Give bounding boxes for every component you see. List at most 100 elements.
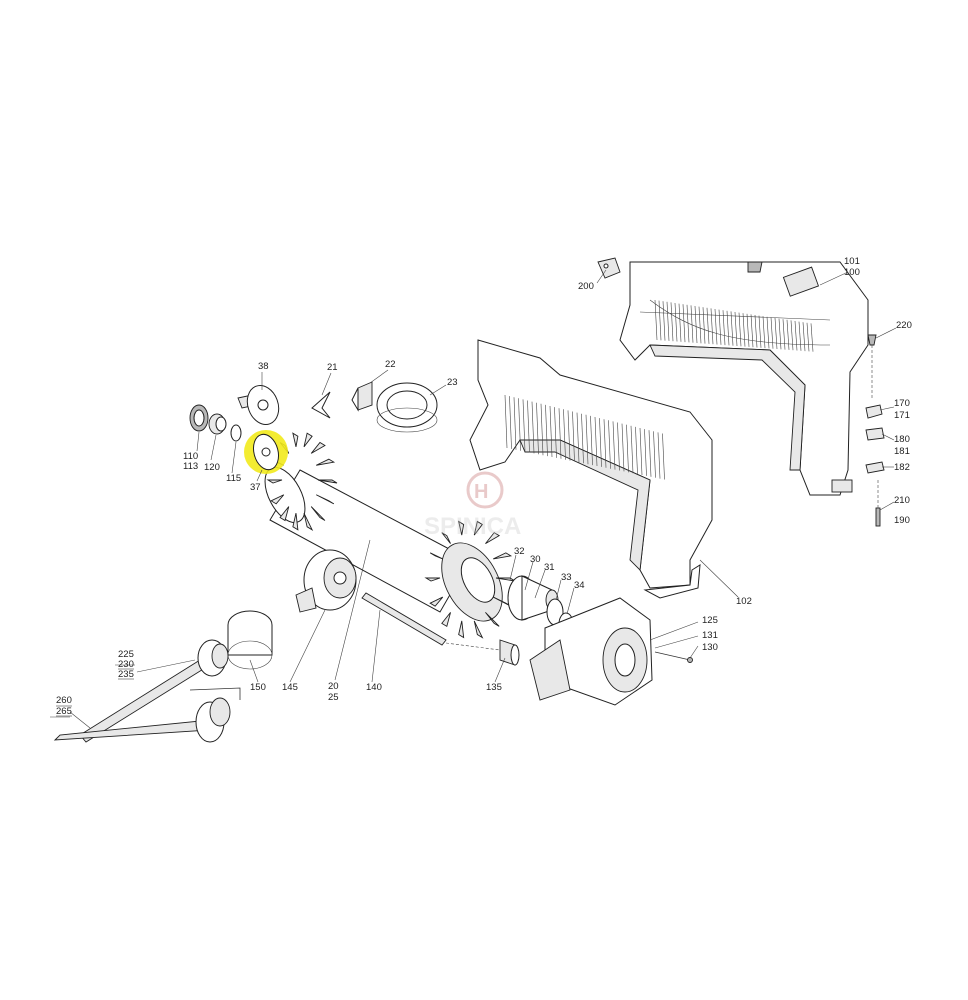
- rib-line: [531, 401, 535, 454]
- pin-190[interactable]: [875, 480, 881, 527]
- rib-line: [810, 323, 814, 352]
- rib-line: [734, 311, 738, 347]
- rib-line: [694, 305, 698, 344]
- block-22[interactable]: [351, 381, 373, 412]
- label-21: 21: [327, 362, 338, 373]
- rib-line: [762, 316, 766, 349]
- bolt-130[interactable]: [654, 651, 693, 663]
- coupler-135[interactable]: [499, 639, 520, 666]
- lower-housing-part[interactable]: [469, 339, 713, 599]
- label-170: 170: [894, 398, 910, 409]
- rib-line: [621, 423, 625, 472]
- rib-line: [590, 415, 593, 466]
- tine: [292, 513, 299, 531]
- tine: [303, 432, 313, 448]
- rib-line: [612, 421, 616, 470]
- watermark-logo: H SPINICA: [424, 471, 521, 540]
- rib-line: [706, 307, 710, 344]
- rib-line: [653, 431, 656, 478]
- rib-line: [678, 303, 682, 342]
- label-181: 181: [894, 446, 910, 457]
- tine: [485, 612, 500, 627]
- tine: [310, 506, 326, 521]
- rib-line: [581, 413, 584, 464]
- rib-line: [662, 433, 665, 480]
- label-182: 182: [894, 462, 910, 473]
- rib-line: [690, 305, 694, 343]
- rib-line: [563, 409, 566, 460]
- label-30: 30: [530, 554, 541, 565]
- label-130: 130: [702, 642, 718, 653]
- tine-21[interactable]: [311, 391, 331, 419]
- bushing-120[interactable]: [208, 413, 227, 435]
- rib-line: [698, 306, 702, 344]
- label-180: 180: [894, 434, 910, 445]
- rib-line: [617, 422, 620, 471]
- part-labels: 200 101 100 220 170 171 180 181 182 210 …: [56, 256, 912, 717]
- label-190: 190: [894, 515, 910, 526]
- sleeve-150[interactable]: [227, 610, 273, 670]
- label-33: 33: [561, 572, 572, 583]
- rib-line: [658, 300, 662, 341]
- bracket-180[interactable]: [865, 427, 885, 441]
- rib-line: [599, 418, 602, 467]
- tine: [429, 552, 443, 560]
- label-34: 34: [574, 580, 585, 591]
- label-22: 22: [385, 359, 396, 370]
- rib-line: [806, 322, 810, 352]
- label-110: 110: [183, 451, 198, 462]
- rib-line: [509, 396, 512, 449]
- tine: [266, 479, 283, 484]
- pto-shaft-260[interactable]: [53, 687, 241, 743]
- rib-line: [666, 301, 670, 341]
- label-150: 150: [250, 682, 266, 693]
- label-23: 23: [447, 377, 458, 388]
- rib-line: [766, 316, 770, 349]
- rib-line: [790, 320, 794, 351]
- label-37: 37: [250, 482, 261, 493]
- rib-line: [710, 308, 714, 345]
- label-115: 115: [226, 473, 241, 484]
- rib-line: [682, 304, 686, 343]
- rib-line: [726, 310, 730, 346]
- ring-115[interactable]: [230, 424, 242, 442]
- leader-lines: [50, 269, 897, 729]
- stub-shaft-38[interactable]: [237, 381, 284, 429]
- rib-line: [644, 429, 647, 476]
- rib-line: [686, 304, 690, 343]
- drive-unit-145[interactable]: [295, 549, 357, 613]
- rib-line: [603, 419, 607, 468]
- bracket-182[interactable]: [865, 461, 885, 474]
- gearbox-125[interactable]: [529, 597, 653, 706]
- rib-line: [558, 408, 562, 459]
- rib-line: [702, 307, 706, 344]
- label-260: 260: [56, 695, 72, 706]
- rib-line: [648, 430, 652, 477]
- rib-line: [782, 319, 786, 350]
- rib-line: [670, 302, 674, 342]
- watermark-text: SPINICA: [424, 513, 521, 540]
- tine: [316, 458, 336, 466]
- ring-23[interactable]: [376, 382, 438, 433]
- rib-line: [522, 399, 526, 452]
- tine: [485, 532, 501, 544]
- bracket-200[interactable]: [597, 257, 621, 279]
- shaft-140[interactable]: [361, 592, 501, 651]
- pin-220[interactable]: [867, 334, 877, 400]
- tine: [458, 620, 465, 639]
- upper-housing-part[interactable]: [619, 261, 869, 496]
- pto-shaft-225[interactable]: [79, 639, 229, 743]
- rib-line: [657, 432, 661, 479]
- bracket-170[interactable]: [865, 404, 883, 419]
- rib-line: [513, 397, 517, 450]
- seal-ring-110[interactable]: [189, 404, 209, 432]
- rib-line: [594, 416, 598, 467]
- rib-line: [794, 320, 798, 351]
- rib-line: [758, 315, 762, 348]
- tine: [270, 494, 285, 505]
- flange-37-highlighted[interactable]: [244, 430, 288, 474]
- rib-line: [635, 426, 638, 475]
- rib-line: [786, 319, 790, 350]
- rib-line: [802, 322, 806, 352]
- rib-line: [545, 404, 548, 457]
